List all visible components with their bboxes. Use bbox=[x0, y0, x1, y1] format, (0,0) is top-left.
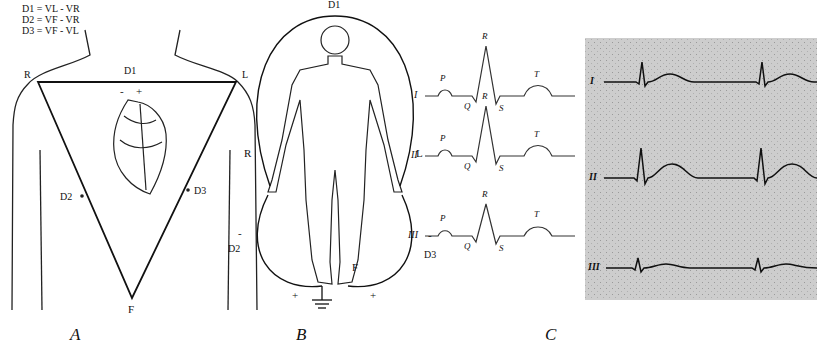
formula: D1 = VL - VR bbox=[22, 4, 80, 14]
lead-label: D3 bbox=[194, 186, 206, 196]
electrode-label: F bbox=[352, 262, 358, 273]
lead-name: I bbox=[414, 90, 417, 100]
panel-letter: C bbox=[545, 326, 556, 343]
wave-label: P bbox=[440, 214, 446, 223]
wave-label: Q bbox=[464, 162, 471, 171]
lead-name: II bbox=[589, 172, 597, 182]
wave-label: T bbox=[534, 70, 539, 79]
panel-letter: A bbox=[70, 326, 80, 343]
lead-label: D1 bbox=[328, 0, 340, 10]
ecg-schematic bbox=[425, 46, 575, 244]
wave-label: S bbox=[499, 244, 504, 253]
lead-label: D3 bbox=[424, 250, 436, 260]
lead-wires bbox=[257, 16, 414, 287]
lead-name: I bbox=[590, 76, 594, 86]
formula: D3 = VF - VL bbox=[22, 26, 79, 36]
wave-label: S bbox=[499, 164, 504, 173]
wave-label: R bbox=[482, 190, 488, 199]
lead-label: D2 bbox=[60, 192, 72, 202]
polarity-sign: - bbox=[120, 86, 124, 97]
body-head bbox=[321, 26, 349, 54]
polarity-sign: + bbox=[292, 290, 298, 301]
electrode-dot bbox=[186, 188, 190, 192]
polarity-sign: + bbox=[136, 86, 142, 97]
einthoven-triangle bbox=[38, 82, 236, 298]
formula: D2 = VF - VR bbox=[22, 15, 80, 25]
lead-name: II bbox=[411, 150, 418, 160]
panel-letter: B bbox=[296, 326, 306, 343]
wave-label: P bbox=[440, 74, 446, 83]
polarity-sign: - bbox=[238, 228, 242, 239]
electrode-label: L bbox=[242, 70, 248, 80]
heart bbox=[114, 100, 167, 194]
polarity-sign: + bbox=[370, 290, 376, 301]
wave-label: T bbox=[534, 210, 539, 219]
electrode-label: R bbox=[24, 70, 31, 80]
wave-label: R bbox=[482, 32, 488, 41]
wave-label: Q bbox=[464, 242, 471, 251]
electrode-label: R bbox=[244, 148, 251, 159]
ecg-recording bbox=[604, 62, 817, 272]
polarity-sign: - bbox=[428, 230, 432, 241]
lead-name: III bbox=[588, 262, 600, 272]
lead-label: D2 bbox=[228, 244, 240, 254]
wave-label: R bbox=[482, 92, 488, 101]
wave-label: P bbox=[440, 134, 446, 143]
ecg-grid bbox=[585, 38, 817, 300]
electrode-label: F bbox=[128, 304, 134, 315]
lead-label: D1 bbox=[124, 66, 136, 76]
lead-name: III bbox=[408, 230, 418, 240]
wave-label: S bbox=[499, 104, 504, 113]
ecg-paper bbox=[585, 38, 817, 300]
torso-outline bbox=[12, 30, 257, 310]
electrode-dot bbox=[80, 194, 84, 198]
wave-label: Q bbox=[464, 102, 471, 111]
body-outline bbox=[268, 56, 402, 284]
wave-label: T bbox=[534, 130, 539, 139]
ground-symbol bbox=[312, 286, 332, 308]
